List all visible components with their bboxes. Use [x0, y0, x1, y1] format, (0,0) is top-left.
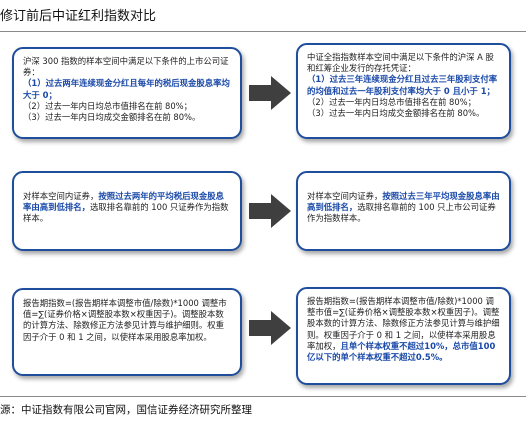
before-sample-space-line-4: （3）过去一年内日均成交金额排名在前 80%。: [23, 112, 201, 123]
before-weighting-text: 报告期指数=(报告期样本调整市值/除数)*1000 调整市值=∑(证券价格×调整…: [23, 298, 231, 343]
after-weighting-seg-1: 报告期指数=(报告期样本调整市值/除数)*1000 调整市值=∑(证券价格×调整…: [307, 296, 500, 351]
after-selection-seg-1: 对样本空间内证券，: [307, 191, 383, 201]
before-selection-box: 对样本空间内证券，按照过去两年的平均税后现金股息率由高到低排名，选取排名靠前的 …: [12, 171, 242, 251]
before-weighting-box: 报告期指数=(报告期样本调整市值/除数)*1000 调整市值=∑(证券价格×调整…: [12, 288, 242, 376]
before-selection-text: 对样本空间内证券，按照过去两年的平均税后现金股息率由高到低排名，选取排名靠前的 …: [23, 191, 231, 225]
after-sample-space-line-3: （2）过去一年内日均总市值排名在前 80%；: [307, 96, 476, 107]
after-selection-seg-3: 选取排名靠前的 100 只上市公司证券作为指数样本。: [307, 202, 496, 224]
before-sample-space-line-3: （2）过去一年内日均总市值排名在前 80%；: [23, 100, 192, 111]
before-sample-space-line-2: （1）过去两年连续现金分红且每年的税后现金股息率均大于 0；: [23, 78, 230, 100]
after-selection-text: 对样本空间内证券，按照过去三年平均现金股息率由高到低排名，选取排名靠前的 100…: [307, 191, 500, 225]
after-weighting-box: 报告期指数=(报告期样本调整市值/除数)*1000 调整市值=∑(证券价格×调整…: [296, 287, 511, 385]
arrow-right-icon: [249, 76, 291, 110]
source-divider: [0, 396, 526, 397]
after-sample-space-line-1: 中证全指指数样本空间中满足以下条件的沪深 A 股和红筹企业发行的存托凭证：: [307, 52, 494, 74]
before-sample-space-box: 沪深 300 指数的样本空间中满足以下条件的上市公司证券： （1）过去两年连续现…: [12, 47, 242, 139]
before-selection-seg-2: 按照过去两年的平均税后现金股息率由高到低排名，: [23, 191, 224, 213]
after-sample-space-line-4: （3）过去一年内日均成交金额排名在前 80%。: [307, 108, 485, 119]
before-selection-seg-1: 对样本空间内证券，: [23, 191, 99, 201]
after-sample-space-box: 中证全指指数样本空间中满足以下条件的沪深 A 股和红筹企业发行的存托凭证： （1…: [296, 43, 511, 139]
after-weighting-text: 报告期指数=(报告期样本调整市值/除数)*1000 调整市值=∑(证券价格×调整…: [307, 296, 500, 363]
after-selection-seg-2: 按照过去三年平均现金股息率由高到低排名，: [307, 191, 500, 213]
after-sample-space-line-2: （1）过去三年连续现金分红且过去三年股利支付率的均值和过去一年股利支付率均大于 …: [307, 74, 498, 96]
arrow-right-icon: [249, 311, 291, 345]
title-divider: [0, 31, 526, 32]
before-weighting-seg-1: 报告期指数=(报告期样本调整市值/除数)*1000 调整市值=∑(证券价格×调整…: [23, 298, 227, 342]
arrow-right-icon: [249, 194, 291, 228]
after-weighting-seg-2: 且单个样本权重不超过10%，总市值100亿以下的单个样本权重不超过0.5%。: [307, 340, 496, 363]
source-note: 源：中证指数有限公司官网，国信证券经济研究所整理: [0, 404, 252, 416]
before-selection-seg-3: 选取排名靠前的 100 只证券作为指数样本。: [23, 202, 229, 224]
before-sample-space-line-1: 沪深 300 指数的样本空间中满足以下条件的上市公司证券：: [23, 56, 229, 78]
after-selection-box: 对样本空间内证券，按照过去三年平均现金股息率由高到低排名，选取排名靠前的 100…: [296, 171, 511, 251]
page-title: 修订前后中证红利指数对比: [0, 9, 157, 24]
